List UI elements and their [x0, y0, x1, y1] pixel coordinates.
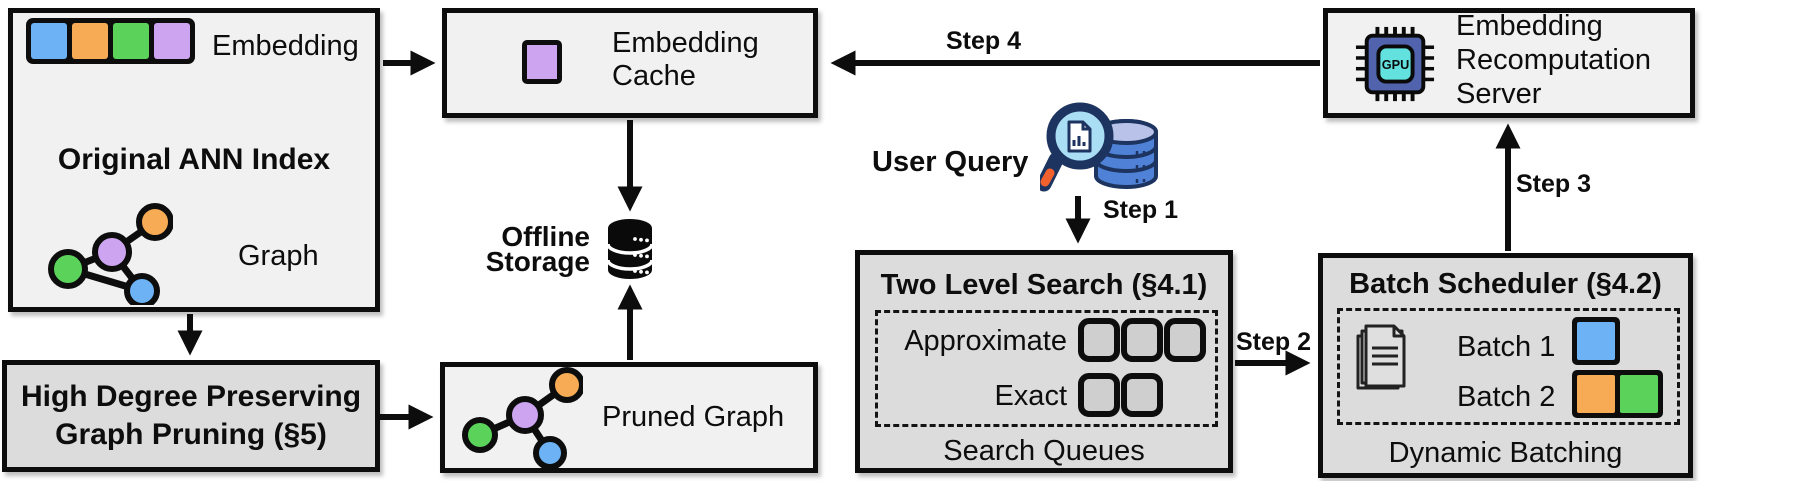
embedding-vector-icon — [26, 18, 195, 64]
queue-slot — [1078, 373, 1120, 417]
graph-pruning-box: High Degree Preserving Graph Pruning (§5… — [2, 360, 380, 472]
embedding-cell-green — [113, 23, 149, 59]
dynamic-batching-dashed-box — [1337, 308, 1680, 425]
embedding-cell-blue — [31, 23, 67, 59]
pruned-graph-box: Pruned Graph — [440, 362, 818, 473]
embedding-cell-orange — [72, 23, 108, 59]
batch2-chip-green — [1620, 375, 1658, 413]
batch1-chips — [1572, 317, 1620, 365]
batch1-label: Batch 1 — [1457, 331, 1556, 363]
graph-pruning-title-line1: High Degree Preserving — [20, 380, 362, 413]
exact-queue-slots — [1078, 373, 1163, 417]
server-label: Embedding Recomputation Server — [1456, 10, 1652, 110]
pruned-graph-label: Pruned Graph — [602, 401, 785, 433]
approximate-label: Approximate — [904, 325, 1067, 357]
batch2-chips — [1572, 370, 1663, 418]
original-ann-index-title: Original ANN Index — [57, 143, 331, 176]
recomputation-server-box: GPU Embedding Recomputation Server — [1323, 8, 1695, 118]
graph-icon — [48, 203, 173, 305]
original-ann-index-box: Embedding Original ANN Index Graph — [8, 8, 380, 312]
two-level-search-box: Two Level Search (§4.1) Approximate Exac… — [855, 250, 1233, 473]
search-queues-dashed-box — [875, 310, 1218, 427]
query-magnifier-database-icon — [1040, 102, 1158, 192]
exact-label: Exact — [994, 380, 1067, 412]
graph-label: Graph — [238, 240, 319, 272]
cached-embedding-icon — [522, 40, 562, 84]
batch-scheduler-title: Batch Scheduler (§4.2) — [1349, 268, 1662, 300]
dynamic-batching-label: Dynamic Batching — [1388, 437, 1623, 469]
queue-slot — [1164, 318, 1206, 362]
queue-slot — [1078, 318, 1120, 362]
step2-label: Step 2 — [1236, 328, 1312, 356]
batch-scheduler-box: Batch Scheduler (§4.2) Batch 1 Batch 2 D… — [1318, 253, 1693, 478]
queue-slot — [1121, 318, 1163, 362]
embedding-cache-label-line1: Embedding — [612, 27, 759, 59]
search-queues-label: Search Queues — [943, 435, 1145, 467]
graph-pruning-title-line2: Graph Pruning (§5) — [55, 418, 327, 451]
embedding-label: Embedding — [212, 30, 359, 62]
batch1-chip-blue — [1577, 322, 1615, 360]
step3-label: Step 3 — [1516, 170, 1592, 198]
embedding-cell-purple — [154, 23, 190, 59]
pruned-graph-icon — [462, 367, 583, 468]
queue-slot — [1121, 373, 1163, 417]
gpu-text: GPU — [1382, 58, 1409, 72]
database-icon — [606, 219, 654, 279]
documents-icon — [1356, 324, 1406, 390]
embedding-cache-label-line2: Cache — [612, 60, 696, 92]
user-query-label: User Query — [872, 146, 1029, 178]
step1-label: Step 1 — [1103, 196, 1179, 224]
embedding-cache-box: Embedding Cache — [442, 8, 818, 118]
offline-storage-label: Offline Storage — [485, 221, 590, 277]
approximate-queue-slots — [1078, 318, 1206, 362]
two-level-search-title: Two Level Search (§4.1) — [880, 269, 1208, 301]
batch2-chip-orange — [1577, 375, 1615, 413]
batch2-label: Batch 2 — [1457, 381, 1556, 413]
step4-label: Step 4 — [946, 27, 1022, 55]
gpu-chip-icon: GPU — [1355, 26, 1435, 102]
